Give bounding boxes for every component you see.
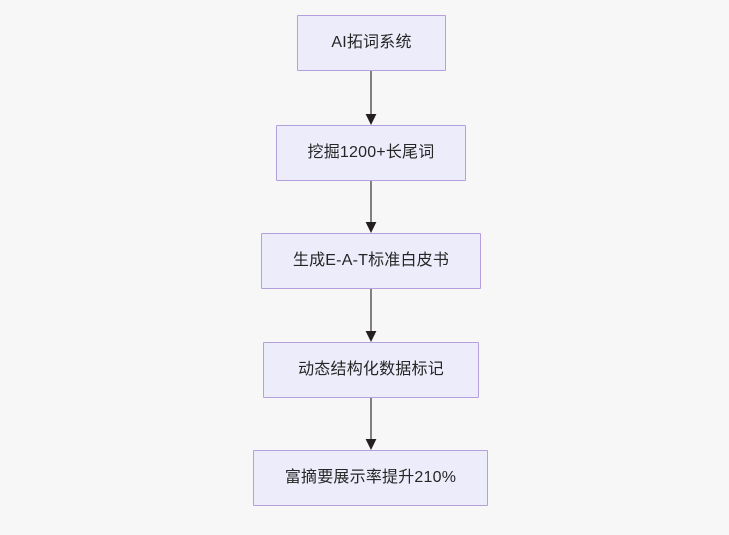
- flow-node-ai-keyword-system[interactable]: AI拓词系统: [297, 15, 446, 71]
- flow-node-dynamic-structured-data-markup[interactable]: 动态结构化数据标记: [263, 342, 479, 398]
- edge-node2-to-node3: [365, 179, 377, 233]
- flow-node-mine-longtail-keywords[interactable]: 挖掘1200+长尾词: [276, 125, 466, 181]
- flow-node-label: 富摘要展示率提升210%: [284, 469, 457, 487]
- flow-node-label: 动态结构化数据标记: [298, 361, 444, 379]
- flow-node-generate-eat-whitepaper[interactable]: 生成E-A-T标准白皮书: [261, 233, 481, 289]
- flow-node-label: 生成E-A-T标准白皮书: [292, 252, 450, 270]
- flow-node-label: 挖掘1200+长尾词: [307, 144, 435, 162]
- edge-node3-to-node4: [365, 287, 377, 342]
- flow-node-label: AI拓词系统: [331, 34, 412, 52]
- flow-node-rich-snippet-impression-lift[interactable]: 富摘要展示率提升210%: [253, 450, 488, 506]
- edge-node4-to-node5: [365, 396, 377, 450]
- edge-node1-to-node2: [365, 69, 377, 125]
